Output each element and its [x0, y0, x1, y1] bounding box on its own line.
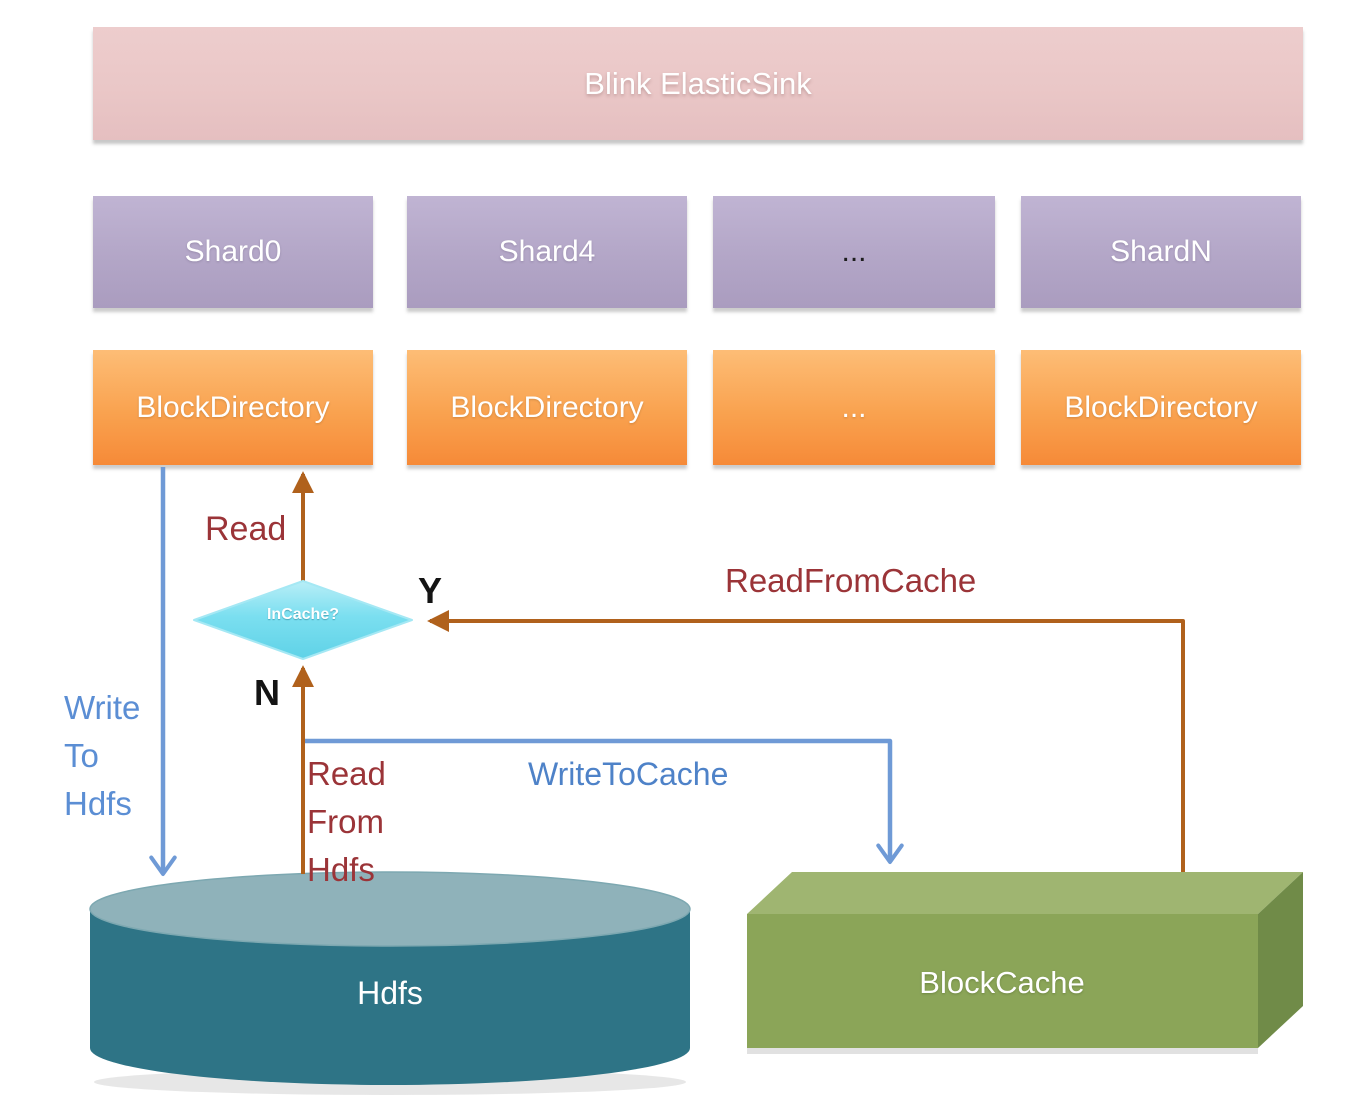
block-directory-box-ellipsis: ...	[713, 350, 995, 465]
blink-elasticsink-label: Blink ElasticSink	[584, 65, 812, 101]
block-directory-box-0: BlockDirectory	[93, 350, 373, 465]
shard-label: Shard4	[498, 235, 596, 268]
read-from-cache-arrow	[427, 610, 1185, 872]
blockcache-shadow	[747, 1048, 1258, 1054]
shard-box-ellipsis: ...	[713, 196, 995, 308]
shard-label: ShardN	[1110, 235, 1212, 268]
read-label: Read	[205, 510, 287, 548]
shard-label: ...	[841, 235, 867, 268]
block-directory-label: BlockDirectory	[1064, 390, 1258, 424]
shard-box-n: ShardN	[1021, 196, 1301, 308]
write-to-cache-label: WriteToCache	[528, 756, 729, 792]
hdfs-label: Hdfs	[357, 975, 423, 1011]
block-directory-label: BlockDirectory	[450, 390, 644, 424]
shard-box-0: Shard0	[93, 196, 373, 308]
incache-label: InCache?	[266, 606, 339, 623]
blockcache-box-3d	[747, 872, 1303, 1054]
hdfs-shadow	[94, 1069, 686, 1095]
block-directory-box-1: BlockDirectory	[407, 350, 687, 465]
block-directory-box-n: BlockDirectory	[1021, 350, 1301, 465]
blink-elasticsink-box: Blink ElasticSink	[93, 27, 1303, 140]
block-directory-label: BlockDirectory	[136, 390, 330, 424]
read-from-cache-label: ReadFromCache	[725, 562, 977, 599]
shard-label: Shard0	[184, 235, 282, 268]
block-directory-label: ...	[841, 390, 867, 424]
read-from-hdfs-label: Read From Hdfs	[307, 755, 386, 888]
branch-yes-label: Y	[418, 570, 443, 611]
write-to-hdfs-label: Write To Hdfs	[64, 689, 141, 822]
branch-no-label: N	[254, 672, 280, 713]
shard-box-1: Shard4	[407, 196, 687, 308]
blockcache-label: BlockCache	[919, 965, 1085, 1000]
